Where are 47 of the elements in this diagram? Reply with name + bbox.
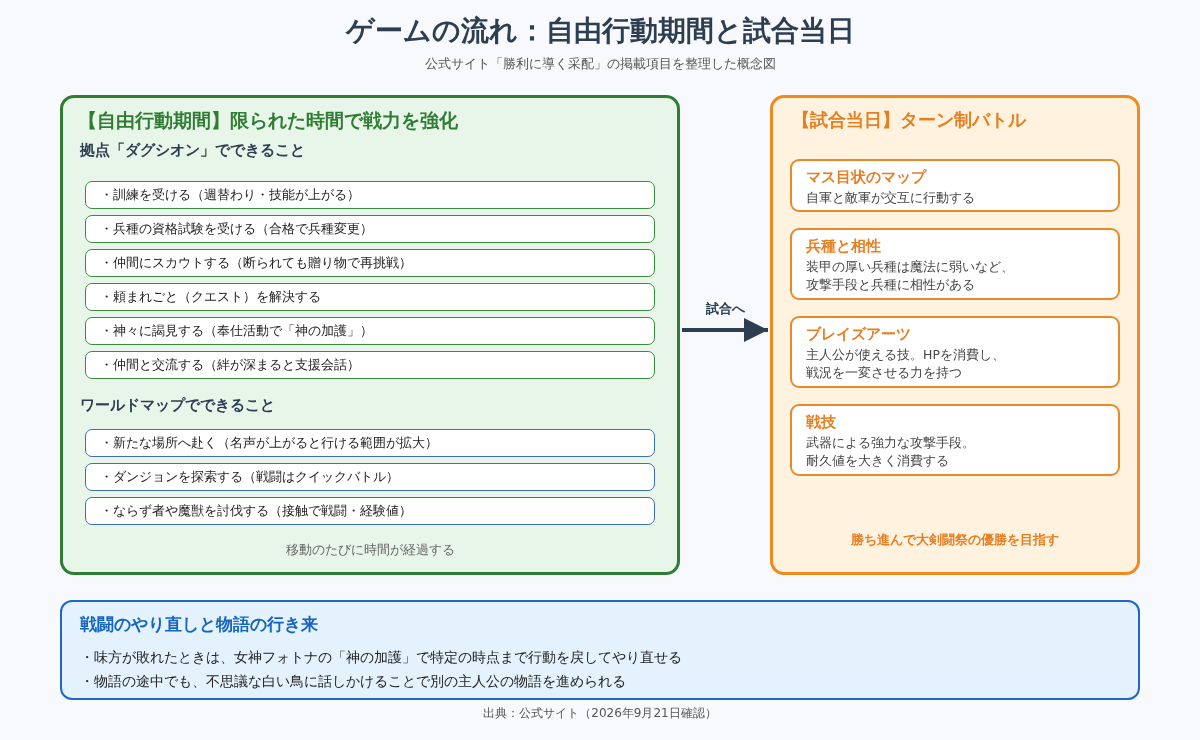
section-heading: ワールドマップでできること	[80, 395, 275, 415]
arrow	[682, 318, 768, 342]
activity-box	[85, 463, 655, 491]
section-heading: 拠点「ダグシオン」でできること	[80, 140, 305, 160]
activity-text: ・神々に謁見する（奉仕活動で「神の加護」）	[100, 322, 373, 340]
activity-box	[85, 429, 655, 457]
activity-text: ・訓練を受ける（週替わり・技能が上がる）	[100, 186, 360, 204]
bullet-text: ・物語の途中でも、不思議な白い鳥に話しかけることで別の主人公の物語を進められる	[80, 671, 626, 691]
edge-label: 試合へ	[702, 300, 748, 318]
feature-card	[790, 228, 1120, 300]
panel-note: 移動のたびに時間が経過する	[285, 541, 455, 559]
activity-text: ・頼まれごと（クエスト）を解決する	[100, 288, 321, 306]
activity-box	[85, 351, 655, 379]
card-heading: ブレイズアーツ	[806, 324, 911, 344]
source-note: 出典：公式サイト（2026年9月21日確認）	[483, 705, 717, 721]
info-panel	[60, 600, 1140, 700]
activity-box	[85, 181, 655, 209]
activity-text: ・ダンジョンを探索する（戦闘はクイックバトル）	[100, 468, 399, 486]
feature-card	[790, 159, 1120, 212]
activity-box	[85, 249, 655, 277]
panel-heading: 戦闘のやり直しと物語の行き来	[80, 613, 318, 636]
feature-card	[790, 316, 1120, 388]
feature-card	[790, 404, 1120, 476]
diagram-title: ゲームの流れ：自由行動期間と試合当日	[345, 13, 855, 49]
activity-box	[85, 215, 655, 243]
activity-text: ・ならず者や魔獣を討伐する（接触で戦闘・経験値）	[100, 502, 412, 520]
phase-panel	[60, 95, 680, 575]
card-text: 自軍と敵軍が交互に行動する	[806, 189, 975, 207]
goal-text: 勝ち進んで大剣闘祭の優勝を目指す	[851, 531, 1059, 549]
activity-text: ・仲間と交流する（絆が深まると支援会話）	[100, 356, 360, 374]
activity-box	[85, 317, 655, 345]
card-text: 装甲の厚い兵種は魔法に弱いなど、攻撃手段と兵種に相性がある	[806, 258, 1014, 294]
card-heading: マス目状のマップ	[806, 167, 926, 187]
phase-panel	[770, 95, 1140, 575]
activity-box	[85, 283, 655, 311]
bullet-text: ・味方が敗れたときは、女神フォトナの「神の加護」で特定の時点まで行動を戻してやり直せる	[80, 647, 682, 667]
card-text: 武器による強力な攻撃手段。耐久値を大きく消費する	[806, 434, 975, 470]
activity-text: ・兵種の資格試験を受ける（合格で兵種変更）	[100, 220, 373, 238]
activity-text: ・仲間にスカウトする（断られても贈り物で再挑戦）	[100, 254, 412, 272]
panel-heading: 【試合当日】ターン制バトル	[792, 108, 1026, 132]
card-heading: 戦技	[806, 412, 836, 432]
diagram-subtitle: 公式サイト「勝利に導く采配」の掲載項目を整理した概念図	[424, 55, 776, 73]
activity-text: ・新たな場所へ赴く（名声が上がると行ける範囲が拡大）	[100, 434, 438, 452]
card-heading: 兵種と相性	[806, 236, 881, 256]
panel-heading: 【自由行動期間】限られた時間で戦力を強化	[78, 108, 458, 133]
activity-box	[85, 497, 655, 525]
card-text: 主人公が使える技。HPを消費し、戦況を一変させる力を持つ	[806, 346, 1005, 382]
